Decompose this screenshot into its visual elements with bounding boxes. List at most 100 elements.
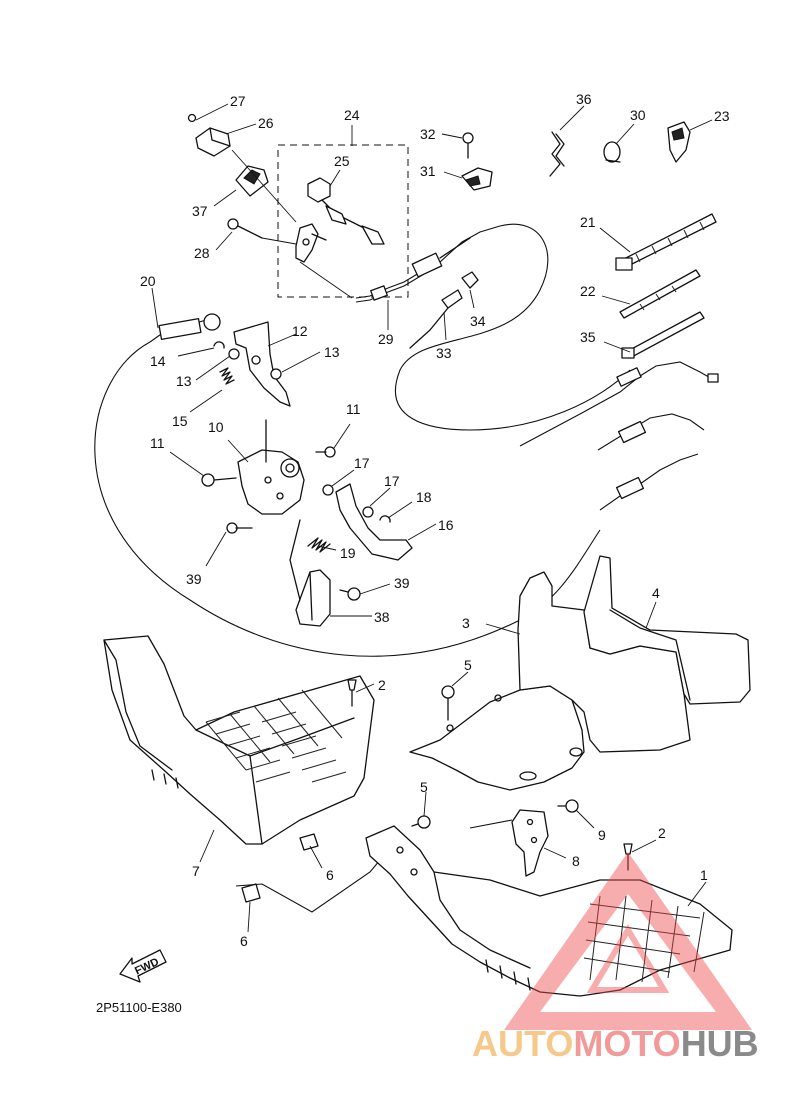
callout-10: 10 xyxy=(208,419,224,435)
part-18-circlip xyxy=(379,515,391,523)
part-2-rivet-left xyxy=(347,679,357,707)
callout-5a: 5 xyxy=(464,657,472,673)
callout-39a: 39 xyxy=(186,571,202,587)
callout-7: 7 xyxy=(192,863,200,879)
part-21-cable-tie xyxy=(615,213,717,271)
part-25-switch xyxy=(307,177,385,245)
part-8-bracket xyxy=(511,809,549,877)
fwd-arrow-icon: FWD xyxy=(119,949,167,983)
callout-31: 31 xyxy=(420,163,436,179)
part-39-bolt xyxy=(226,522,361,601)
callout-24: 24 xyxy=(344,107,360,123)
callout-18: 18 xyxy=(416,489,432,505)
callout-5b: 5 xyxy=(420,779,428,795)
callout-16: 16 xyxy=(438,517,454,533)
callout-37: 37 xyxy=(192,203,208,219)
callout-17b: 17 xyxy=(384,473,400,489)
callout-26: 26 xyxy=(258,115,274,131)
part-1-footboard-right xyxy=(365,825,733,997)
callout-29: 29 xyxy=(378,331,394,347)
part-31-clamp xyxy=(461,167,493,191)
callout-22: 22 xyxy=(580,283,596,299)
part-14-circlip xyxy=(213,341,225,349)
right-cable-middle xyxy=(597,413,705,451)
callout-6a: 6 xyxy=(326,867,334,883)
callout-4: 4 xyxy=(652,585,660,601)
part-22-cable-tie xyxy=(619,269,701,319)
part-32-bolt xyxy=(462,132,474,159)
watermark-text: AUTOMOTOHUB xyxy=(472,1023,759,1064)
callout-39b: 39 xyxy=(394,575,410,591)
part-3-leg-shield xyxy=(409,571,691,791)
fwd-label: FWD xyxy=(133,956,161,977)
assembly-box-24 xyxy=(277,144,409,298)
callout-27: 27 xyxy=(230,93,246,109)
part-30-wire-clip xyxy=(603,141,621,163)
part-20-cable xyxy=(94,313,601,657)
callout-20: 20 xyxy=(140,273,156,289)
callout-38: 38 xyxy=(374,609,390,625)
callout-13b: 13 xyxy=(176,373,192,389)
part-27-screw xyxy=(187,113,197,123)
callout-21: 21 xyxy=(580,214,596,230)
callout-17a: 17 xyxy=(354,455,370,471)
callout-28: 28 xyxy=(194,245,210,261)
watermark-word-auto: AUTO xyxy=(472,1023,573,1064)
part-11-bolt xyxy=(201,446,336,487)
part-7-footboard-left xyxy=(103,635,375,845)
part-36-clip xyxy=(549,131,565,177)
part-28-bolt xyxy=(227,218,263,239)
watermark-triangle-icon xyxy=(504,852,752,1030)
callout-32: 32 xyxy=(420,126,436,142)
part-17-washer xyxy=(322,484,374,518)
right-cable-upper xyxy=(519,361,719,447)
part-5-bolt xyxy=(411,685,455,829)
callout-12: 12 xyxy=(292,323,308,339)
callout-9: 9 xyxy=(598,827,606,843)
part-6-clip xyxy=(241,833,319,903)
part-12-lever xyxy=(233,321,291,407)
callout-34: 34 xyxy=(470,313,486,329)
part-23-clip xyxy=(667,121,691,163)
callout-33: 33 xyxy=(436,345,452,361)
watermark-logo xyxy=(504,852,752,1030)
part-13-washer xyxy=(228,348,282,380)
part-35-cable-tie xyxy=(621,311,705,359)
part-16-pedal xyxy=(335,483,413,561)
part-29-cable xyxy=(355,223,631,431)
part-26-holder xyxy=(195,127,231,157)
callout-11a: 11 xyxy=(346,401,361,417)
callout-35: 35 xyxy=(580,329,596,345)
right-cable-lower xyxy=(599,453,699,511)
callout-2a: 2 xyxy=(378,677,386,693)
part-10-bracket xyxy=(237,449,305,515)
part-33-cable-end xyxy=(409,289,463,349)
callout-6b: 6 xyxy=(240,933,248,949)
callout-2b: 2 xyxy=(658,825,666,841)
callout-14: 14 xyxy=(150,353,166,369)
part-15-spring xyxy=(219,367,235,385)
part-9-bolt xyxy=(557,799,579,813)
callout-3: 3 xyxy=(462,615,470,631)
callout-19: 19 xyxy=(340,545,356,561)
callout-30: 30 xyxy=(630,107,646,123)
callout-1: 1 xyxy=(700,867,708,883)
diagram-code: 2P51100-E380 xyxy=(96,1000,182,1015)
callout-8: 8 xyxy=(572,853,580,869)
part-37-cover xyxy=(235,165,269,197)
part-24-lever-bracket xyxy=(295,223,327,263)
callout-36: 36 xyxy=(576,91,592,107)
callout-25: 25 xyxy=(334,153,350,169)
part-34-nut xyxy=(461,271,479,289)
callout-23: 23 xyxy=(714,108,730,124)
callout-13a: 13 xyxy=(324,344,340,360)
part-2-rivet-right xyxy=(623,843,633,871)
part-19-spring xyxy=(307,537,331,553)
watermark-word-hub: HUB xyxy=(681,1023,759,1064)
part-38-bracket xyxy=(295,569,331,627)
callouts: 27 26 24 25 37 28 32 31 36 30 23 21 22 3… xyxy=(140,91,730,949)
callout-15: 15 xyxy=(172,413,188,429)
callout-11b: 11 xyxy=(150,435,165,451)
part-4-panel xyxy=(583,555,751,705)
